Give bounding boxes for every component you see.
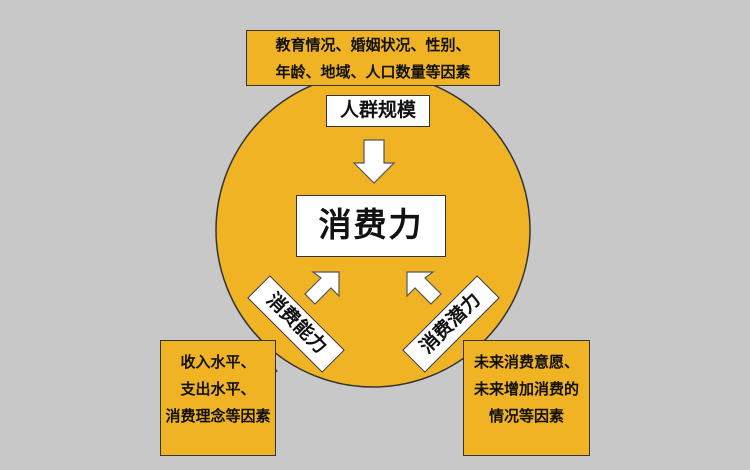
- arrow-up-left-icon: [406, 271, 442, 305]
- right-factor-line: 未来消费意愿、: [473, 353, 579, 371]
- right-factor-box: 未来消费意愿、 未来增加消费的 情况等因素: [463, 340, 590, 456]
- top-factor-line: 教育情况、婚姻状况、性别、: [275, 36, 471, 54]
- left-factor-line: 支出水平、: [180, 380, 256, 398]
- left-factor-box: 收入水平、 支出水平、 消费理念等因素: [160, 340, 276, 456]
- label-consumption-power: 消费力: [296, 195, 446, 257]
- left-factor-line: 消费理念等因素: [165, 407, 271, 425]
- arrow-up-right-icon: [304, 271, 340, 305]
- top-factor-line: 年龄、地域、人口数量等因素: [275, 63, 471, 81]
- label-population-scale: 人群规模: [326, 95, 430, 127]
- top-factor-box: 教育情况、婚姻状况、性别、 年龄、地域、人口数量等因素: [246, 30, 500, 86]
- right-factor-line: 未来增加消费的: [473, 380, 579, 398]
- left-factor-line: 收入水平、: [180, 353, 256, 371]
- arrow-down-icon: [352, 139, 396, 184]
- right-factor-line: 情况等因素: [488, 407, 564, 425]
